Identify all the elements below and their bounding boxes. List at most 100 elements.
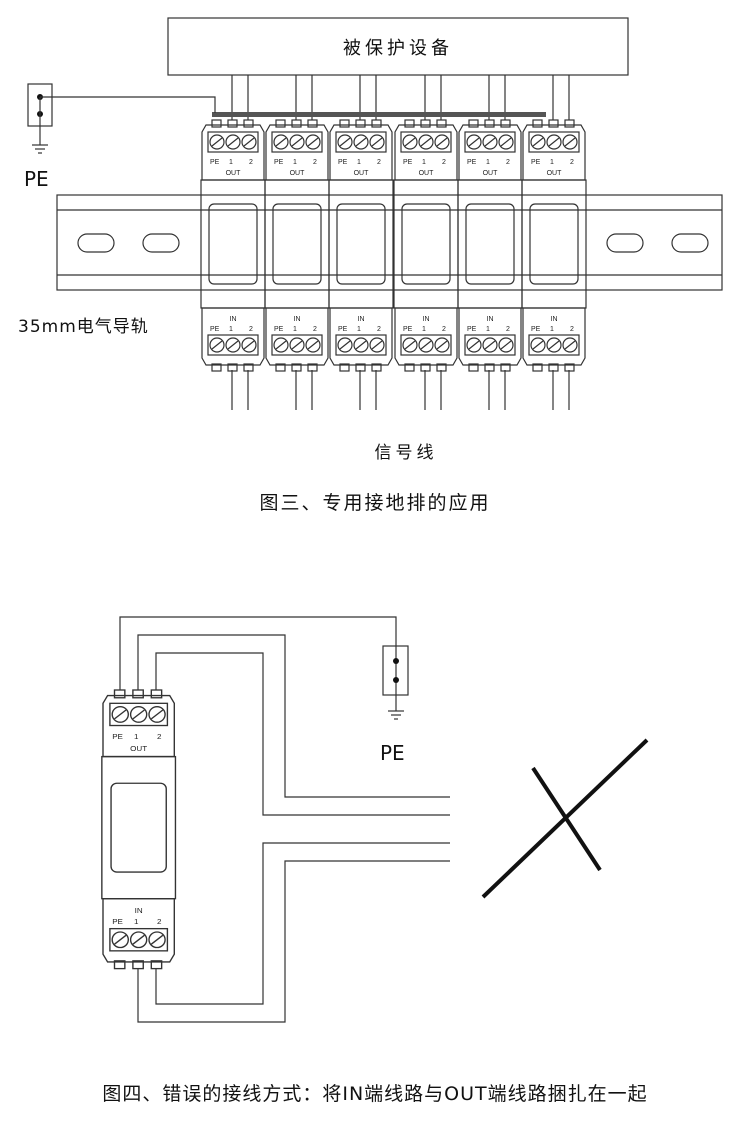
terminal-2-label: 2	[442, 159, 446, 166]
terminal-1-label: 1	[357, 326, 361, 333]
screw-icon	[353, 337, 369, 353]
terminal-1-label: 1	[550, 159, 554, 166]
terminal-block	[207, 131, 259, 153]
din-rail	[56, 194, 723, 291]
pe-terminal-label: PE	[112, 917, 123, 926]
out-label: OUT	[354, 170, 370, 177]
out-label: OUT	[130, 744, 147, 753]
screw-icon	[148, 931, 166, 949]
terminal-2-label: 2	[570, 159, 574, 166]
terminal-2-label: 2	[442, 326, 446, 333]
screw-icon	[337, 134, 353, 150]
screw-icon	[305, 337, 321, 353]
protected-device-label: 被保护设备	[343, 38, 453, 59]
terminal-tab	[484, 119, 495, 128]
pe-terminal-label: PE	[467, 326, 477, 333]
terminal-1-label: 1	[550, 326, 554, 333]
in-label: IN	[230, 316, 237, 323]
screw-icon	[482, 337, 498, 353]
terminal-block	[464, 131, 516, 153]
terminal-1-label: 1	[357, 159, 361, 166]
terminal-2-label: 2	[249, 159, 253, 166]
screw-icon	[241, 134, 257, 150]
screw-icon	[369, 337, 385, 353]
out-label: OUT	[547, 170, 563, 177]
screw-icon	[498, 134, 514, 150]
screw-icon	[562, 134, 578, 150]
terminal-tab	[113, 689, 126, 699]
screw-icon	[482, 134, 498, 150]
terminal-1-label: 1	[486, 159, 490, 166]
screw-icon	[434, 337, 450, 353]
screw-icon	[305, 134, 321, 150]
terminal-block	[271, 334, 323, 356]
out-label: OUT	[483, 170, 499, 177]
in-label: IN	[487, 316, 494, 323]
rail-label: 35mm电气导轨	[18, 317, 149, 337]
screw-icon	[225, 134, 241, 150]
terminal-1-label: 1	[422, 159, 426, 166]
screw-icon	[273, 337, 289, 353]
screw-icon	[562, 337, 578, 353]
terminal-tab	[211, 363, 222, 372]
screw-icon	[337, 337, 353, 353]
screw-icon	[369, 134, 385, 150]
wires	[119, 616, 450, 1023]
indicator-window	[401, 203, 451, 285]
pe-terminal-label: PE	[531, 326, 541, 333]
screw-icon	[546, 134, 562, 150]
terminal-2-label: 2	[506, 159, 510, 166]
pe-terminal-label: PE	[274, 326, 284, 333]
screw-icon	[289, 337, 305, 353]
indicator-window	[336, 203, 386, 285]
in-label: IN	[294, 316, 301, 323]
terminal-2-label: 2	[313, 326, 317, 333]
terminal-1-label: 1	[229, 159, 233, 166]
pe-terminal-box	[27, 83, 216, 154]
screw-icon	[209, 337, 225, 353]
screw-icon	[241, 337, 257, 353]
pe-terminal-label: PE	[112, 732, 123, 741]
terminal-2-label: 2	[570, 326, 574, 333]
screw-icon	[466, 337, 482, 353]
terminal-tab	[339, 119, 350, 128]
terminal-tab	[307, 119, 318, 128]
screw-icon	[148, 705, 166, 723]
terminal-block	[335, 131, 387, 153]
terminal-tab	[275, 119, 286, 128]
out-label: OUT	[419, 170, 435, 177]
terminal-tab	[420, 119, 431, 128]
signal-line-label: 信号线	[375, 443, 438, 463]
screw-icon	[546, 337, 562, 353]
pe-terminal-label: PE	[403, 159, 413, 166]
terminal-tab	[468, 363, 479, 372]
indicator-window	[465, 203, 515, 285]
pe-terminal-label: PE	[531, 159, 541, 166]
screw-icon	[353, 134, 369, 150]
terminal-2-label: 2	[313, 159, 317, 166]
in-label: IN	[358, 316, 365, 323]
screw-icon	[530, 134, 546, 150]
pe-terminal-label: PE	[403, 326, 413, 333]
screw-icon	[402, 337, 418, 353]
screw-icon	[498, 337, 514, 353]
terminal-tab	[548, 119, 559, 128]
terminal-1-label: 1	[134, 732, 139, 741]
terminal-tab	[436, 119, 447, 128]
terminal-1-label: 1	[134, 917, 139, 926]
figure-3-caption: 图三、专用接地排的应用	[259, 492, 490, 514]
terminal-tab	[532, 363, 543, 372]
terminal-tab	[404, 119, 415, 128]
out-label: OUT	[290, 170, 306, 177]
screw-icon	[434, 134, 450, 150]
in-label: IN	[551, 316, 558, 323]
terminal-block	[109, 702, 169, 727]
screw-icon	[129, 931, 148, 949]
terminal-tab	[275, 363, 286, 372]
